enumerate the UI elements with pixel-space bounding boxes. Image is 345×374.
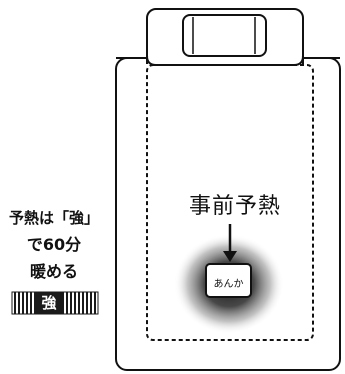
instruction-line-2: で60分 <box>26 235 82 254</box>
switch-knob <box>34 292 64 314</box>
arrow-down-icon <box>223 251 237 262</box>
heated-area-dashed <box>146 64 314 341</box>
switch-setting-label: 強 <box>41 294 57 312</box>
preheat-label: 事前予熱 <box>188 194 281 219</box>
anka-controller <box>205 263 252 298</box>
pillow-inner <box>182 14 267 57</box>
anka-label: あんか <box>213 279 244 290</box>
instruction-line-3: 暖める <box>29 262 78 281</box>
instruction-line-1: 予熱は「強」 <box>8 209 99 227</box>
